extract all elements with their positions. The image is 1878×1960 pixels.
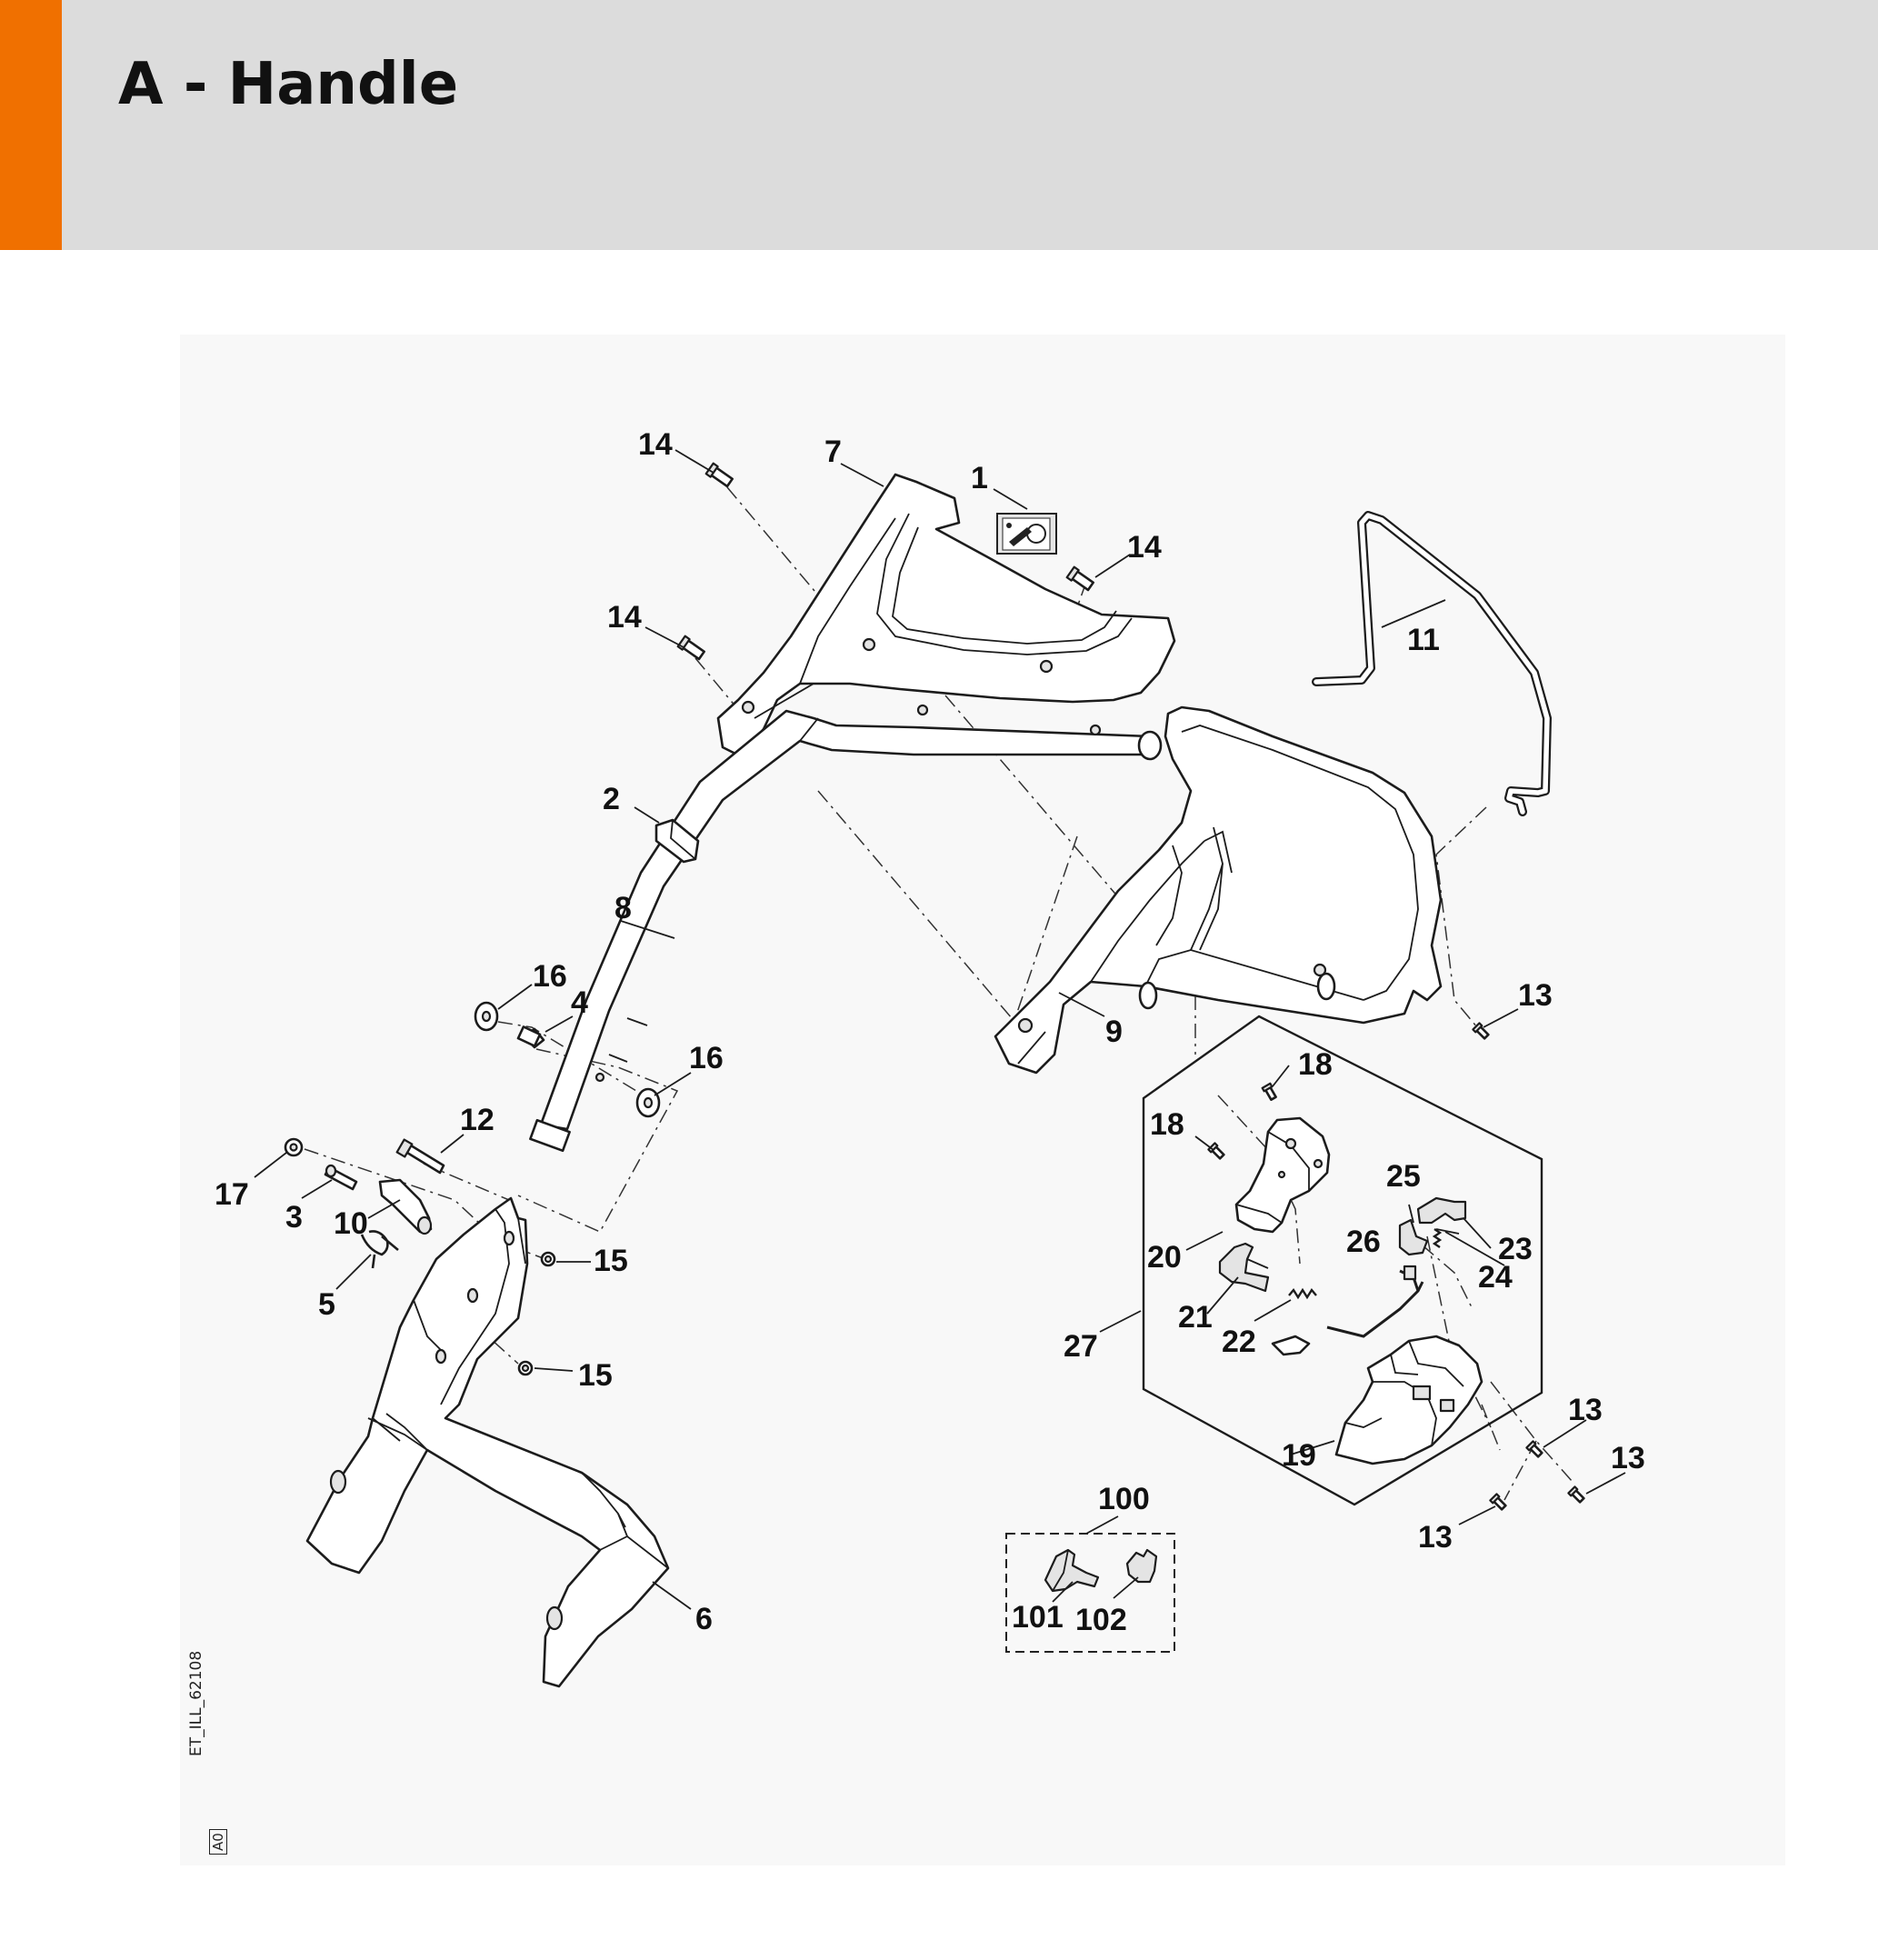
- callout-6: 6: [695, 1602, 713, 1636]
- callout-26: 26: [1346, 1225, 1381, 1259]
- part-100-repair-kit: [1005, 1533, 1175, 1653]
- callout-15b: 15: [578, 1358, 613, 1393]
- part-21-trigger: [1218, 1242, 1270, 1293]
- drawing-revision: A0: [209, 1829, 227, 1855]
- part-13-screws: [1472, 1022, 1585, 1511]
- part-26-link-rod: [1271, 1265, 1424, 1356]
- part-10-lever: [378, 1178, 433, 1235]
- callout-16a: 16: [533, 959, 567, 994]
- callout-13d: 13: [1418, 1520, 1453, 1555]
- part-17-nut: [284, 1137, 304, 1157]
- part-3-bolt: [324, 1164, 358, 1191]
- callout-4: 4: [571, 985, 588, 1020]
- callout-22: 22: [1222, 1325, 1256, 1359]
- part-7-upper-housing: [716, 473, 1176, 758]
- callout-10: 10: [334, 1206, 368, 1241]
- part-1-label-sticker: [996, 513, 1057, 555]
- callout-18b: 18: [1150, 1107, 1184, 1142]
- callout-101: 101: [1012, 1600, 1064, 1635]
- callout-20: 20: [1147, 1240, 1182, 1275]
- callout-100: 100: [1098, 1482, 1150, 1516]
- part-18-screws: [1207, 1082, 1277, 1160]
- part-6-base-bracket: [305, 1196, 670, 1688]
- callout-13c: 13: [1611, 1441, 1645, 1475]
- part-15-nuts: [517, 1251, 556, 1376]
- part-5-spring-clip: [360, 1230, 399, 1269]
- part-11-bail-rod: [1312, 511, 1552, 816]
- callout-5: 5: [318, 1287, 335, 1322]
- callout-18a: 18: [1298, 1047, 1333, 1082]
- callout-1: 1: [971, 461, 988, 495]
- callout-3: 3: [285, 1200, 303, 1235]
- callout-14a: 14: [638, 427, 673, 462]
- part-25-pawl: [1398, 1218, 1429, 1256]
- callout-13a: 13: [1518, 978, 1553, 1013]
- part-9-handle-frame: [994, 705, 1443, 1075]
- header-accent-bar: [0, 0, 62, 250]
- callout-labels: 1 2 3 4 5 6 7 8 9 10 11 12 13 13 13 13 1…: [215, 427, 1645, 1637]
- leader-lines: [254, 449, 1626, 1610]
- part-19-switch-housing: [1334, 1335, 1483, 1465]
- callout-17: 17: [215, 1177, 249, 1212]
- callout-21: 21: [1178, 1300, 1213, 1335]
- callout-7: 7: [824, 435, 842, 469]
- part-22-spring: [1288, 1287, 1317, 1300]
- callout-8: 8: [614, 891, 632, 925]
- callout-11: 11: [1407, 623, 1440, 657]
- part-4-pin: [516, 1025, 545, 1049]
- part-14-screws: [676, 462, 1094, 661]
- callout-15a: 15: [594, 1244, 628, 1278]
- callout-9: 9: [1105, 1015, 1123, 1049]
- callout-102: 102: [1075, 1603, 1127, 1637]
- callout-27: 27: [1064, 1329, 1098, 1364]
- callout-25: 25: [1386, 1159, 1421, 1194]
- callout-16b: 16: [689, 1041, 724, 1075]
- callout-24: 24: [1478, 1260, 1513, 1295]
- part-20-bracket: [1234, 1116, 1331, 1234]
- callout-14c: 14: [607, 600, 642, 635]
- part-24-spring: [1432, 1228, 1443, 1248]
- part-27-control-assembly: [1142, 1015, 1543, 1506]
- callout-14b: 14: [1127, 530, 1162, 565]
- page-header: A - Handle: [0, 0, 1878, 250]
- callout-13b: 13: [1568, 1393, 1603, 1427]
- part-16-washers: [474, 1001, 661, 1118]
- callout-12: 12: [460, 1103, 494, 1137]
- part-12-bolt: [395, 1138, 445, 1175]
- callout-2: 2: [603, 782, 620, 816]
- part-8-handle-tube: [529, 704, 1163, 1153]
- part-23-latch: [1416, 1196, 1467, 1225]
- callout-23: 23: [1498, 1232, 1533, 1266]
- part-2-knob: [654, 818, 700, 864]
- page-title: A - Handle: [118, 51, 459, 118]
- drawing-code: ET_ILL_62108: [187, 1650, 205, 1756]
- callout-19: 19: [1282, 1438, 1316, 1473]
